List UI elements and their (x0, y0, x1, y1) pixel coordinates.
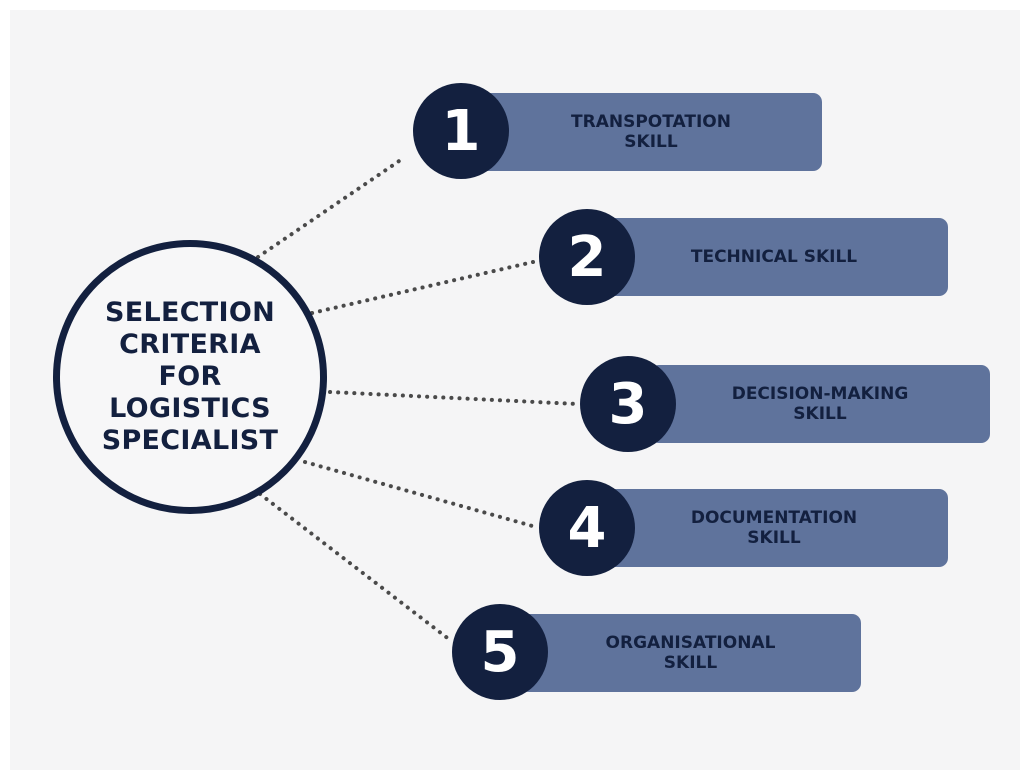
item-number-4: 4 (539, 480, 635, 576)
connector-4 (303, 460, 538, 529)
connector-3 (328, 390, 579, 406)
item-bar-3: DECISION-MAKING SKILL (650, 365, 990, 443)
item-label-3: DECISION-MAKING SKILL (731, 384, 909, 424)
item-label-2: TECHNICAL SKILL (690, 247, 858, 267)
item-number-3: 3 (580, 356, 676, 452)
item-bar-1: TRANSPOTATION SKILL (480, 93, 822, 171)
item-label-1: TRANSPOTATION SKILL (571, 112, 731, 152)
item-bar-5: ORGANISATIONAL SKILL (520, 614, 861, 692)
item-bar-4: DOCUMENTATION SKILL (600, 489, 948, 567)
item-number-2: 2 (539, 209, 635, 305)
item-bar-2: TECHNICAL SKILL (600, 218, 948, 296)
connector-5 (258, 492, 452, 642)
connector-2 (310, 260, 535, 315)
item-label-5: ORGANISATIONAL SKILL (605, 633, 776, 673)
item-number-5: 5 (452, 604, 548, 700)
connector-1 (256, 155, 407, 259)
central-topic-circle: SELECTION CRITERIA FOR LOGISTICS SPECIAL… (53, 240, 327, 514)
item-label-4: DOCUMENTATION SKILL (690, 508, 858, 548)
central-topic-title: SELECTION CRITERIA FOR LOGISTICS SPECIAL… (101, 297, 279, 456)
item-number-1: 1 (413, 83, 509, 179)
